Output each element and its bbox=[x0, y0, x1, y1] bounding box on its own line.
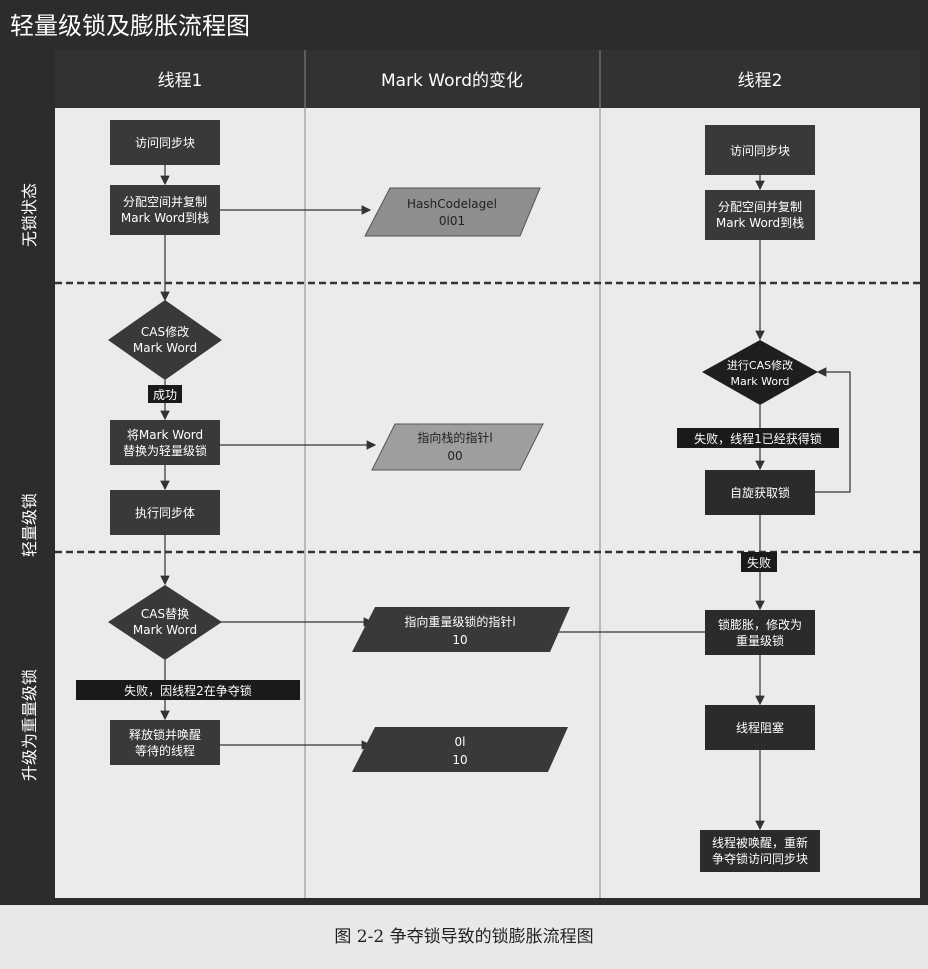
markword-stack-pointer bbox=[371, 423, 544, 471]
svg-text:争夺锁访问同步块: 争夺锁访问同步块 bbox=[712, 851, 808, 866]
thread1-cas-diamond bbox=[108, 300, 222, 380]
thread1-release-box bbox=[110, 720, 220, 765]
thread1-access-box bbox=[110, 120, 220, 165]
lane-lightweight: 轻量级锁 bbox=[20, 493, 39, 557]
thread2-access-box bbox=[705, 125, 815, 175]
lane-labels: 无锁状态 轻量级锁 升级为重量级锁 bbox=[20, 183, 39, 781]
thread2-wake-box bbox=[700, 830, 820, 872]
svg-text:释放锁并唤醒: 释放锁并唤醒 bbox=[129, 727, 201, 742]
diagram-title: 轻量级锁及膨胀流程图 bbox=[10, 12, 250, 40]
svg-text:10: 10 bbox=[452, 753, 467, 767]
svg-text:Mark Word: Mark Word bbox=[731, 375, 790, 388]
figure-caption: 图 2-2 争夺锁导致的锁膨胀流程图 bbox=[334, 927, 594, 947]
thread2-inflate-box bbox=[705, 610, 815, 655]
lane-heavyweight: 升级为重量级锁 bbox=[20, 669, 39, 781]
svg-text:执行同步体: 执行同步体 bbox=[135, 506, 195, 520]
svg-text:10: 10 bbox=[452, 633, 467, 647]
column-markword: Mark Word的变化 bbox=[381, 71, 523, 91]
thread1-success-label bbox=[148, 385, 182, 403]
svg-text:0l: 0l bbox=[455, 735, 466, 749]
thread1-cas-replace-diamond bbox=[108, 585, 222, 660]
thread2-block-box bbox=[705, 705, 815, 750]
svg-text:重量级锁: 重量级锁 bbox=[736, 633, 784, 648]
svg-text:分配空间并复制: 分配空间并复制 bbox=[123, 195, 207, 209]
markword-final bbox=[352, 727, 568, 772]
svg-text:Mark Word: Mark Word bbox=[133, 341, 197, 355]
thread1-alloc-box bbox=[110, 185, 220, 235]
svg-text:失败，线程1已经获得锁: 失败，线程1已经获得锁 bbox=[694, 431, 822, 446]
thread2-fail-label bbox=[741, 552, 777, 572]
thread2-fail-locked-label bbox=[677, 428, 839, 448]
thread2-cas-diamond bbox=[702, 340, 818, 405]
svg-text:Mark Word到栈: Mark Word到栈 bbox=[716, 215, 804, 230]
thread1-exec-box bbox=[110, 490, 220, 535]
thread2-alloc-box bbox=[705, 190, 815, 240]
svg-text:Mark Word到栈: Mark Word到栈 bbox=[121, 210, 209, 225]
svg-text:访问同步块: 访问同步块 bbox=[730, 144, 790, 158]
svg-text:进行CAS修改: 进行CAS修改 bbox=[727, 358, 793, 372]
column-thread2: 线程2 bbox=[738, 71, 783, 91]
svg-text:线程阻塞: 线程阻塞 bbox=[736, 720, 784, 735]
thread1-fail-label bbox=[76, 680, 300, 700]
svg-text:锁膨胀，修改为: 锁膨胀，修改为 bbox=[718, 617, 802, 632]
svg-text:线程被唤醒，重新: 线程被唤醒，重新 bbox=[712, 835, 808, 850]
markword-heavy-pointer bbox=[352, 607, 570, 652]
svg-text:00: 00 bbox=[447, 449, 462, 463]
svg-text:自旋获取锁: 自旋获取锁 bbox=[730, 485, 790, 500]
svg-text:Mark Word: Mark Word bbox=[133, 623, 197, 637]
svg-text:替换为轻量级锁: 替换为轻量级锁 bbox=[123, 443, 207, 458]
thread2-flow: 访问同步块 分配空间并复制 Mark Word到栈 进行CAS修改 Mark W… bbox=[677, 125, 839, 872]
svg-text:CAS替换: CAS替换 bbox=[141, 607, 189, 621]
svg-text:分配空间并复制: 分配空间并复制 bbox=[718, 200, 802, 214]
svg-text:等待的线程: 等待的线程 bbox=[135, 743, 195, 758]
thread1-flow: 访问同步块 分配空间并复制 Mark Word到栈 CAS修改 Mark Wor… bbox=[76, 120, 300, 765]
markword-flow: HashCodelagel 0l01 指向栈的指针l 00 指向重量级锁的指针l… bbox=[352, 187, 570, 772]
thread1-replace-box bbox=[110, 420, 220, 465]
markword-hashcode bbox=[364, 187, 541, 237]
svg-text:HashCodelagel: HashCodelagel bbox=[407, 197, 497, 211]
svg-text:失败，因线程2在争夺锁: 失败，因线程2在争夺锁 bbox=[124, 683, 252, 698]
svg-text:CAS修改: CAS修改 bbox=[141, 324, 189, 339]
svg-text:0l01: 0l01 bbox=[439, 214, 465, 228]
svg-text:成功: 成功 bbox=[153, 388, 177, 402]
svg-text:失败: 失败 bbox=[747, 555, 771, 570]
svg-text:将Mark Word: 将Mark Word bbox=[127, 428, 203, 442]
svg-text:访问同步块: 访问同步块 bbox=[135, 136, 195, 150]
column-headers: 线程1 Mark Word的变化 线程2 bbox=[55, 50, 920, 898]
thread2-spin-box bbox=[705, 470, 815, 515]
lane-lock-free: 无锁状态 bbox=[20, 183, 39, 247]
column-thread1: 线程1 bbox=[158, 71, 203, 91]
svg-text:指向栈的指针l: 指向栈的指针l bbox=[417, 430, 492, 445]
svg-text:指向重量级锁的指针l: 指向重量级锁的指针l bbox=[404, 614, 515, 629]
